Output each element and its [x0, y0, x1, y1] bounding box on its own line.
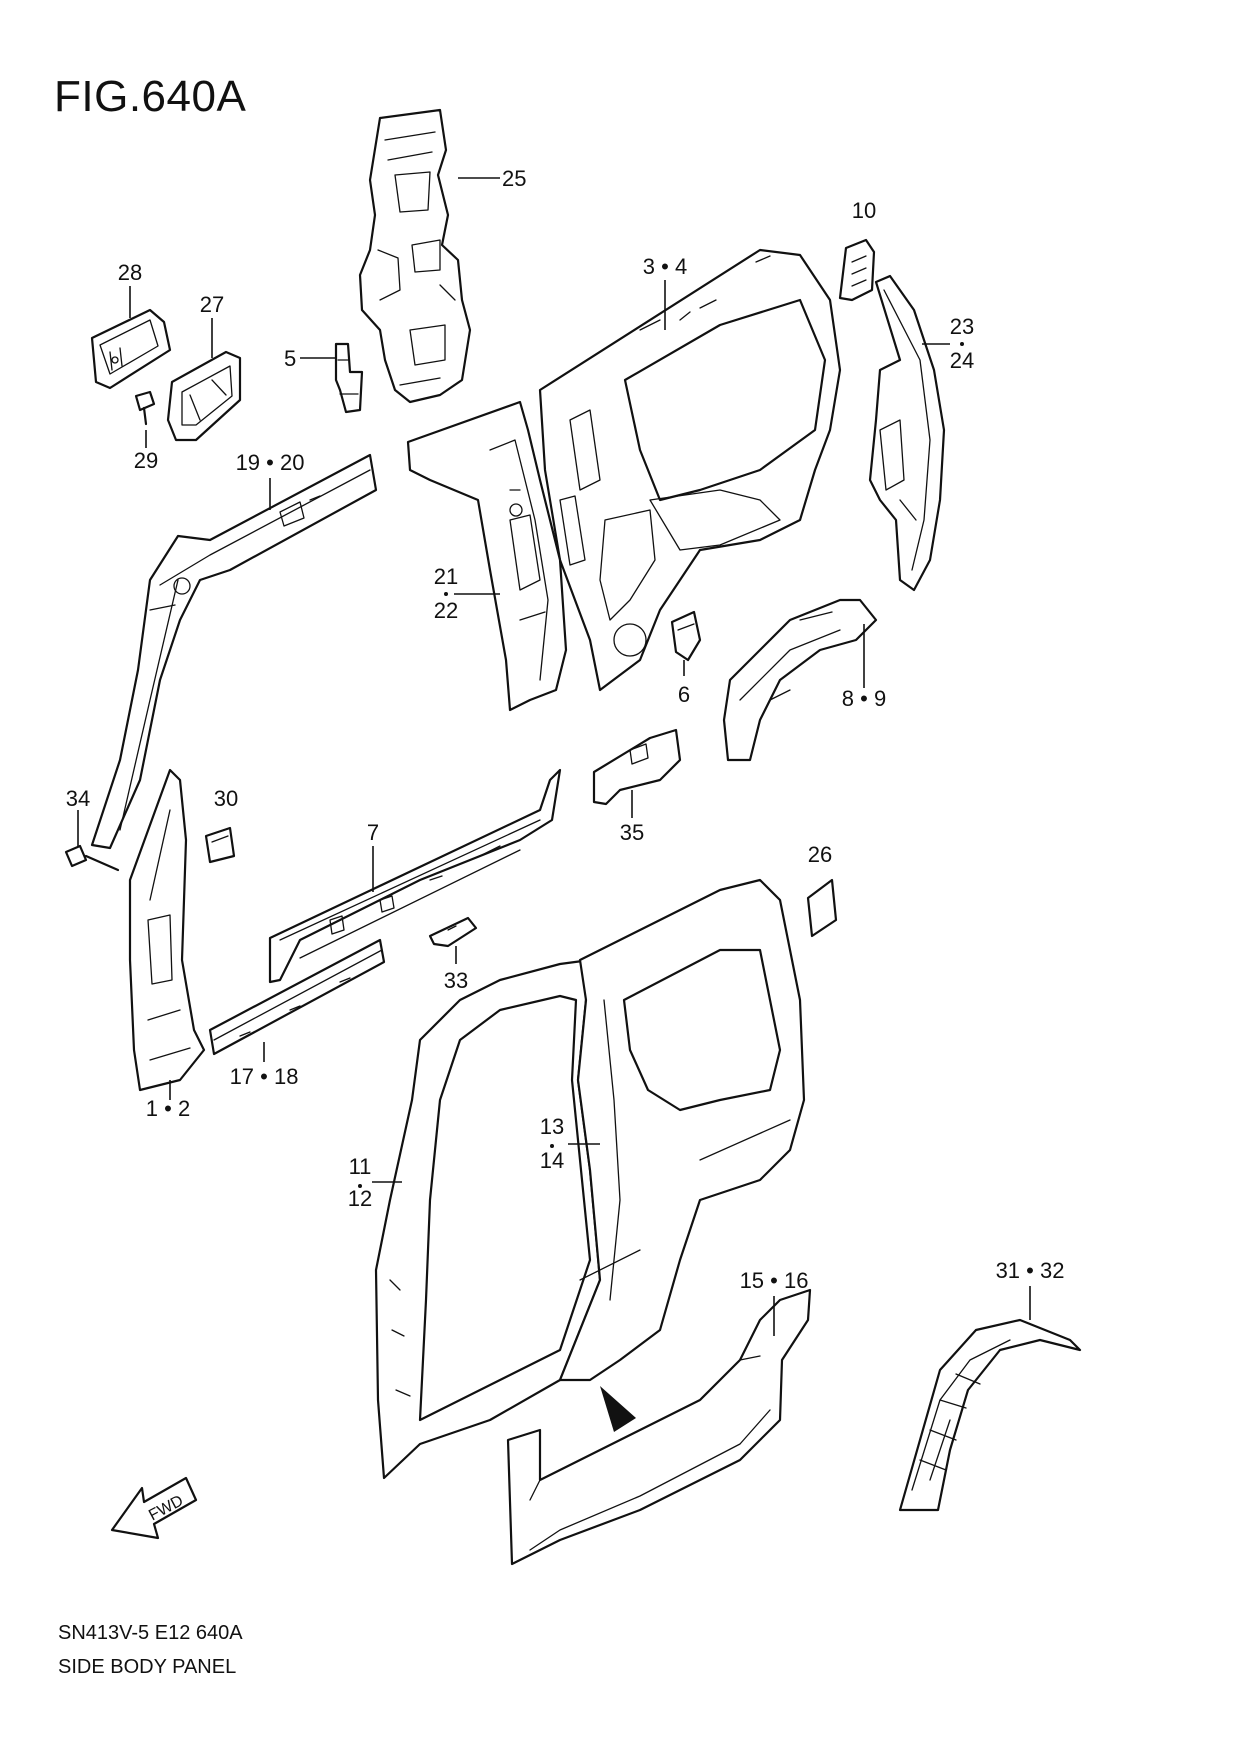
part-21-22-b-pillar[interactable]	[406, 400, 568, 712]
callout-8-9: 8 • 9	[842, 686, 886, 711]
callout-34: 34	[66, 786, 90, 811]
callout-11: 11	[349, 1154, 372, 1179]
callout-17-18: 1 • 2	[146, 1096, 190, 1121]
callout-10: 10	[852, 198, 876, 223]
part-34-bolt[interactable]	[64, 844, 120, 872]
callout-35: 26	[808, 842, 832, 867]
callout-23: 23	[950, 314, 974, 339]
callout-26: 33	[444, 968, 468, 993]
callout-30: 30	[214, 786, 238, 811]
part-31-32-wheel-arch[interactable]	[898, 1318, 1082, 1512]
part-10-bracket[interactable]	[838, 238, 876, 302]
callout-12: 12	[348, 1186, 372, 1211]
part-17-18-front-pillar-lower[interactable]	[128, 768, 206, 1092]
figure-caption: SIDE BODY PANEL	[58, 1656, 237, 1678]
callout-7: 35	[620, 820, 644, 845]
callout-31-32: 31 • 32	[996, 1258, 1065, 1283]
part-29-screw[interactable]	[134, 390, 156, 426]
part-6-bracket[interactable]	[670, 610, 702, 662]
callout-13: 13	[540, 1114, 564, 1139]
callout-27: 27	[200, 292, 224, 317]
part-15-16-rear-door-opening-lower[interactable]	[506, 1288, 812, 1566]
callout-28: 28	[118, 260, 142, 285]
part-27-filler-housing[interactable]	[166, 350, 242, 442]
part-1-2-sill-inner[interactable]	[268, 768, 562, 984]
part-13-14-side-outer-rear[interactable]	[558, 878, 806, 1382]
part-35-patch[interactable]	[806, 878, 838, 938]
part-30-clip[interactable]	[204, 826, 236, 864]
part-25-pillar-inner[interactable]	[358, 108, 472, 404]
part-19-20-roof-rail[interactable]	[90, 453, 378, 850]
callout-33: 17 • 18	[230, 1064, 299, 1089]
callout-29: 29	[134, 448, 158, 473]
callout-1-2: 7	[367, 820, 379, 845]
part-11-12-side-outer-front[interactable]	[374, 958, 602, 1480]
orientation-triangle-icon	[600, 1386, 636, 1432]
part-8-9-wheelhouse-extension[interactable]	[722, 598, 878, 762]
callout-21: 21	[434, 564, 458, 589]
part-7-reinforcement[interactable]	[592, 728, 682, 806]
part-3-4-quarter-inner[interactable]	[538, 248, 842, 692]
callout-22: 22	[434, 598, 458, 623]
callout-14: 14	[540, 1148, 564, 1173]
part-23-24-rear-pillar[interactable]	[868, 274, 946, 592]
part-28-fuel-lid[interactable]	[90, 308, 172, 390]
fwd-direction-arrow: FWD	[110, 1476, 198, 1540]
figure-code: SN413V-5 E12 640A	[58, 1622, 243, 1644]
callout-24: 24	[950, 348, 974, 373]
callout-15-16: 15 • 16	[740, 1268, 809, 1293]
figure-title: FIG.640A	[54, 72, 247, 121]
callout-19-20: 19 • 20	[236, 450, 305, 475]
callout-6: 6	[678, 682, 690, 707]
part-5-bracket[interactable]	[334, 342, 364, 414]
callout-25: 25	[502, 166, 526, 191]
part-26-clip[interactable]	[428, 916, 478, 948]
callout-5: 5	[284, 346, 296, 371]
callout-3-4: 3 • 4	[643, 254, 687, 279]
part-33-sill-outer[interactable]	[208, 938, 386, 1056]
